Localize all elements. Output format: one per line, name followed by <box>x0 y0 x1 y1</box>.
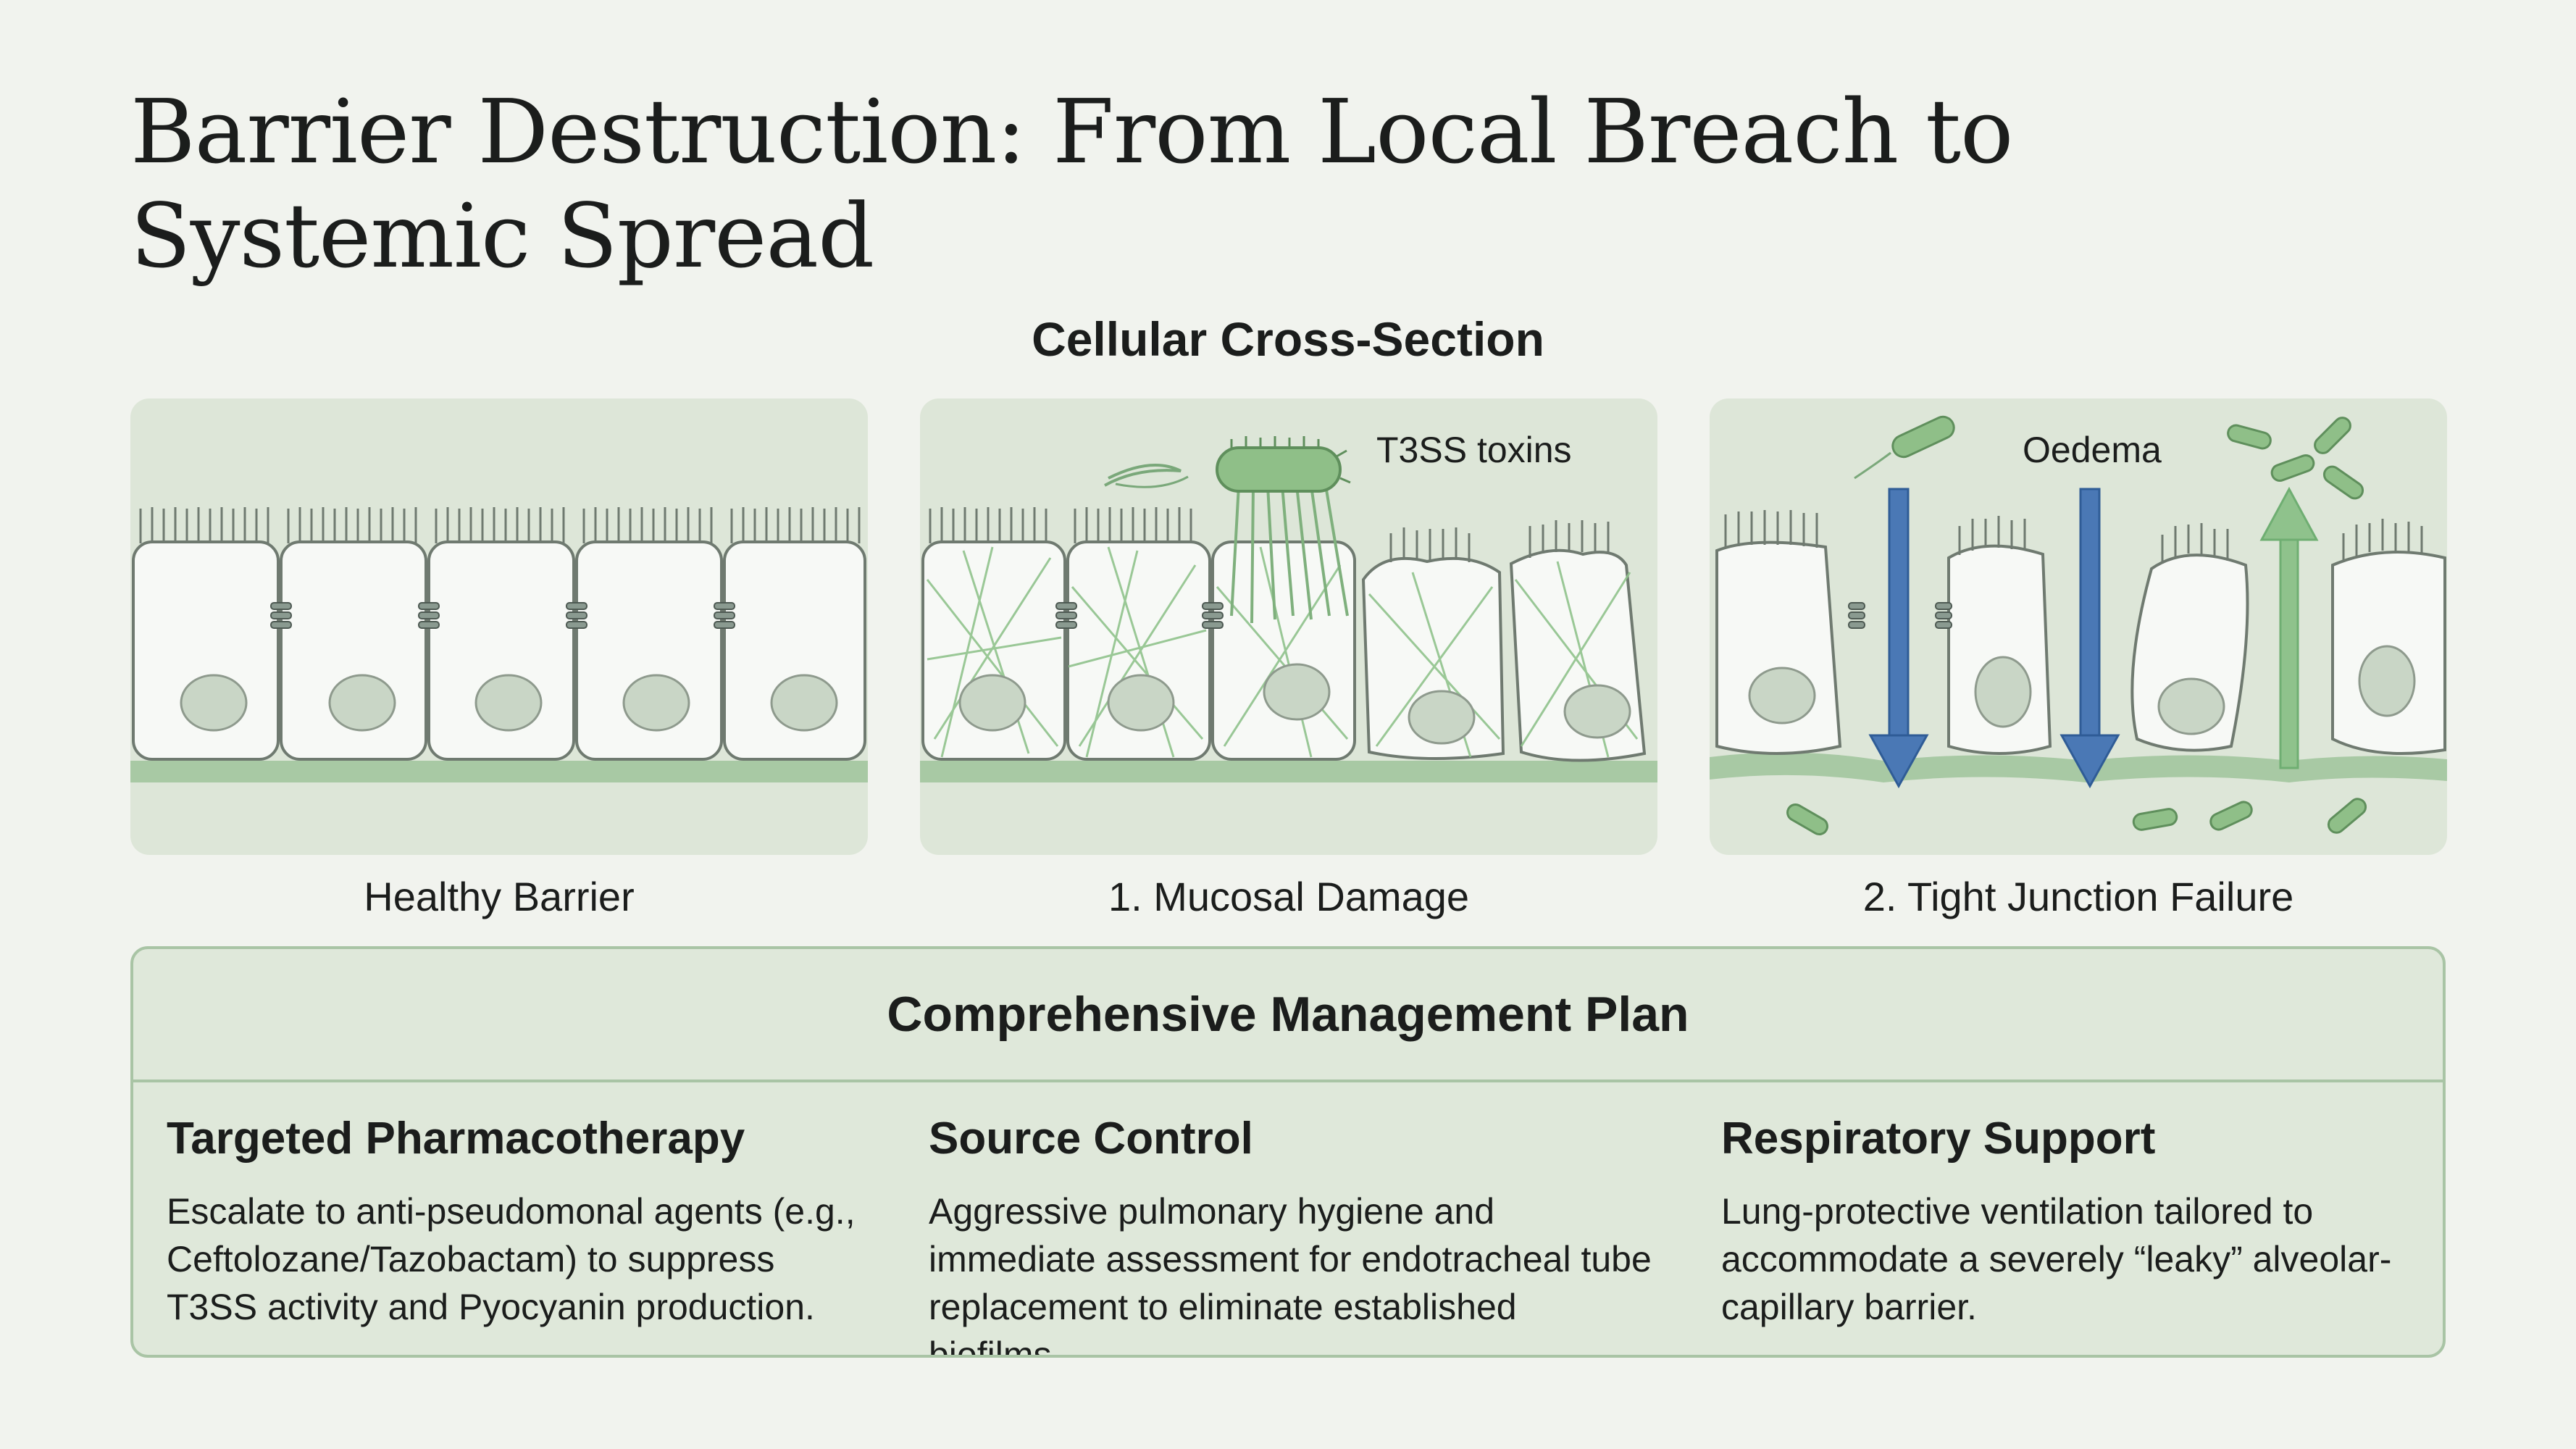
basement-membrane <box>920 761 1657 782</box>
arrow-down-icon <box>2059 488 2120 789</box>
tight-junctions <box>1055 602 1224 629</box>
arrow-up-icon <box>2259 486 2319 769</box>
plan-column-pharmacotherapy: Targeted Pharmacotherapy Escalate to ant… <box>167 1113 862 1331</box>
plan-column-body: Lung-protective ventilation tailored to … <box>1721 1191 2392 1327</box>
t3ss-toxins-annotation: T3SS toxins <box>1376 430 1572 470</box>
tight-junctions <box>270 602 735 629</box>
cilia <box>139 507 861 543</box>
bacteria-icons <box>1786 415 2367 835</box>
management-plan-box: Comprehensive Management Plan Targeted P… <box>130 946 2446 1358</box>
plan-column-body: Escalate to anti-pseudomonal agents (e.g… <box>167 1191 856 1327</box>
panel-mucosal-damage: T3SS toxins <box>920 398 1657 855</box>
panel-healthy-barrier <box>130 398 868 855</box>
arrow-down-icon <box>1868 488 1929 789</box>
plan-column-heading: Source Control <box>929 1114 1253 1164</box>
nuclei <box>958 663 1631 745</box>
mucosal-damage-illustration: T3SS toxins <box>920 430 1657 782</box>
plan-column-heading: Targeted Pharmacotherapy <box>167 1114 745 1164</box>
section-title: Cellular Cross-Section <box>1032 312 1544 366</box>
plan-column-body: Aggressive pulmonary hygiene and immedia… <box>929 1191 1652 1358</box>
tight-junction-failure-illustration: Oedema <box>1710 415 2447 835</box>
oedema-annotation: Oedema <box>2023 430 2162 470</box>
plan-column-heading: Respiratory Support <box>1721 1114 2156 1164</box>
page-title: Barrier Destruction: From Local Breach t… <box>130 80 2013 288</box>
cilia <box>1724 510 2423 564</box>
cilia <box>929 507 1610 562</box>
bacterium-icon <box>1104 436 1351 493</box>
management-plan-title: Comprehensive Management Plan <box>133 949 2443 1082</box>
panel-tight-junction-failure: Oedema <box>1710 398 2447 855</box>
nuclei <box>1748 645 2416 735</box>
healthy-barrier-illustration <box>130 507 868 782</box>
basement-membrane <box>130 761 868 782</box>
epithelial-cells <box>921 540 1647 762</box>
broken-tight-junctions <box>1848 602 1952 629</box>
nuclei <box>180 674 838 732</box>
panel-label-healthy-barrier: Healthy Barrier <box>364 874 635 919</box>
plan-column-source-control: Source Control Aggressive pulmonary hygi… <box>929 1113 1653 1358</box>
t3ss-needles <box>1230 485 1349 624</box>
panel-label-mucosal-damage: 1. Mucosal Damage <box>1108 874 1469 919</box>
plan-column-respiratory-support: Respiratory Support Lung-protective vent… <box>1721 1113 2417 1331</box>
panel-label-tight-junction-failure: 2. Tight Junction Failure <box>1862 874 2294 919</box>
